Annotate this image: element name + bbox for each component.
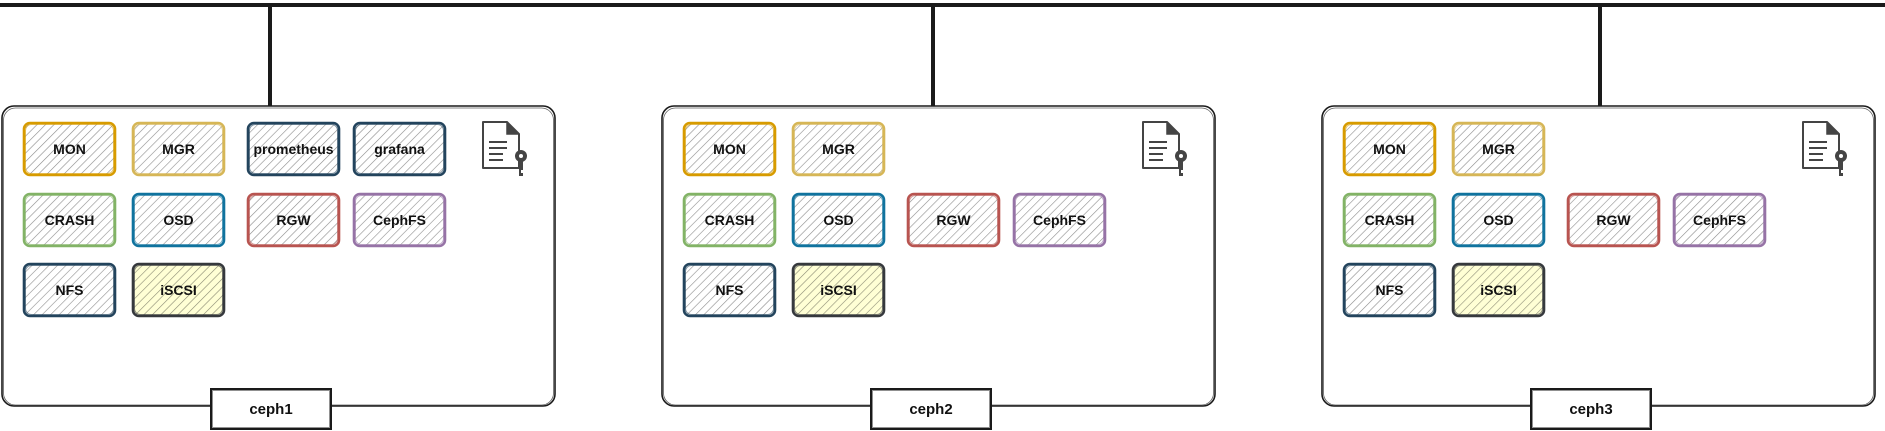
service-label: MGR: [162, 141, 195, 157]
service-mgr: MGR: [791, 121, 886, 177]
service-label: MON: [1373, 141, 1406, 157]
service-nfs: NFS: [22, 262, 117, 318]
service-crash: CRASH: [22, 192, 117, 248]
service-label: RGW: [936, 212, 971, 228]
service-cephfs: CephFS: [352, 192, 447, 248]
service-label: NFS: [716, 282, 744, 298]
service-label: MON: [53, 141, 86, 157]
service-label: NFS: [56, 282, 84, 298]
service-rgw: RGW: [1566, 192, 1661, 248]
service-cephfs: CephFS: [1672, 192, 1767, 248]
service-iscsi: iSCSI: [131, 262, 226, 318]
service-grafana: grafana: [352, 121, 447, 177]
document-key-icon: [1142, 121, 1187, 176]
service-mon: MON: [22, 121, 117, 177]
service-label: CRASH: [1365, 212, 1415, 228]
service-rgw: RGW: [246, 192, 341, 248]
service-label: grafana: [374, 141, 425, 157]
service-label: CRASH: [45, 212, 95, 228]
service-label: iSCSI: [820, 282, 857, 298]
service-label: OSD: [823, 212, 853, 228]
host-name: ceph2: [909, 401, 952, 418]
service-label: CephFS: [373, 212, 426, 228]
service-label: NFS: [1376, 282, 1404, 298]
service-crash: CRASH: [1342, 192, 1437, 248]
service-label: RGW: [276, 212, 311, 228]
service-mgr: MGR: [1451, 121, 1546, 177]
document-key-icon: [482, 121, 527, 176]
service-osd: OSD: [131, 192, 226, 248]
service-label: MON: [713, 141, 746, 157]
service-osd: OSD: [1451, 192, 1546, 248]
host-ceph2: MON MGR CRASH OSD RGW CephFS NFS iSCSI ceph2: [661, 5, 1216, 430]
service-mon: MON: [682, 121, 777, 177]
service-iscsi: iSCSI: [791, 262, 886, 318]
service-rgw: RGW: [906, 192, 1001, 248]
service-mon: MON: [1342, 121, 1437, 177]
service-cephfs: CephFS: [1012, 192, 1107, 248]
service-label: CephFS: [1033, 212, 1086, 228]
service-label: prometheus: [253, 141, 333, 157]
service-label: OSD: [1483, 212, 1513, 228]
service-nfs: NFS: [682, 262, 777, 318]
service-prometheus: prometheus: [246, 121, 341, 177]
service-label: CRASH: [705, 212, 755, 228]
host-label: ceph3: [1530, 388, 1652, 430]
service-label: RGW: [1596, 212, 1631, 228]
service-label: OSD: [163, 212, 193, 228]
service-crash: CRASH: [682, 192, 777, 248]
service-label: CephFS: [1693, 212, 1746, 228]
document-key-icon: [1802, 121, 1847, 176]
service-nfs: NFS: [1342, 262, 1437, 318]
host-label: ceph1: [210, 388, 332, 430]
service-label: iSCSI: [1480, 282, 1517, 298]
service-osd: OSD: [791, 192, 886, 248]
host-name: ceph3: [1569, 401, 1612, 418]
service-mgr: MGR: [131, 121, 226, 177]
service-label: iSCSI: [160, 282, 197, 298]
service-iscsi: iSCSI: [1451, 262, 1546, 318]
host-ceph3: MON MGR CRASH OSD RGW CephFS NFS iSCSI ceph3: [1321, 5, 1876, 430]
host-name: ceph1: [249, 401, 292, 418]
service-label: MGR: [1482, 141, 1515, 157]
host-label: ceph2: [870, 388, 992, 430]
service-label: MGR: [822, 141, 855, 157]
